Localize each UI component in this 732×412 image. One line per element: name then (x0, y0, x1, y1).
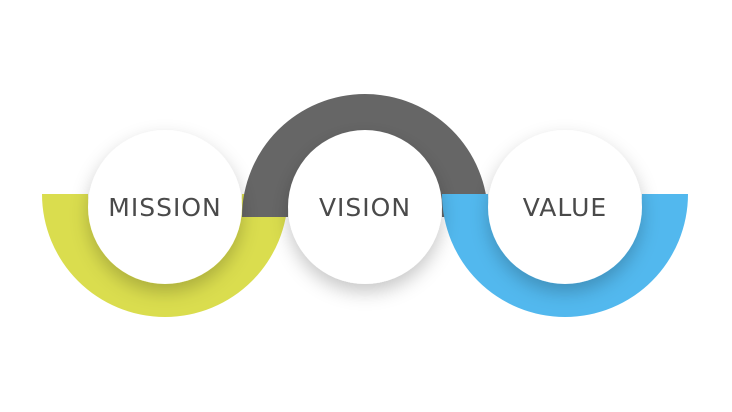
vision-circle (288, 130, 442, 284)
mission-circle (88, 130, 242, 284)
vision-arc (242, 94, 488, 217)
value-label: VALUE (523, 193, 607, 222)
mission-arc (42, 194, 288, 317)
value-circle (488, 130, 642, 284)
value-arc (442, 194, 688, 317)
vision-label: VISION (319, 193, 411, 222)
mission-label: MISSION (108, 193, 221, 222)
